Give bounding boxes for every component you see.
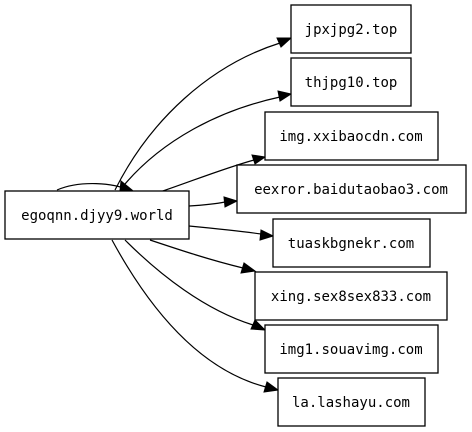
node-img1-souavimg-box [264,324,439,374]
node-tuaskbgnekr-label: tuaskbgnekr.com [288,236,414,252]
edge-to-img-xxibaocdn [159,159,255,193]
edge-arrow-img1-souavimg [250,319,267,331]
node-la-lashayu-label: la.lashayu.com [292,395,410,411]
node-tuaskbgnekr-box [272,218,431,268]
edge-to-img1-souavimg [124,239,254,326]
node-eexror[interactable]: eexror.baidutaobao3.com [236,164,467,214]
node-jpxjpg2[interactable]: jpxjpg2.top [290,4,412,54]
edge-to-thjpg10 [119,96,281,191]
node-eexror-label: eexror.baidutaobao3.com [254,182,448,198]
edge-arrow-img-xxibaocdn [251,154,267,165]
node-xing-sex8sex833-label: xing.sex8sex833.com [271,289,431,305]
node-img1-souavimg[interactable]: img1.souavimg.com [264,324,439,374]
node-thjpg10-box [290,57,412,107]
edge-to-la-lashayu [111,239,267,388]
node-source-box [4,190,190,240]
edge-to-jpxjpg2 [114,42,281,191]
edge-arrow-xing-sex8sex833 [240,262,257,274]
node-img1-souavimg-label: img1.souavimg.com [279,342,422,358]
node-la-lashayu-box [277,377,426,427]
node-xing-sex8sex833-box [254,271,448,321]
node-source[interactable]: egoqnn.djyy9.world [4,190,190,240]
node-tuaskbgnekr[interactable]: tuaskbgnekr.com [272,218,431,268]
node-img-xxibaocdn[interactable]: img.xxibaocdn.com [264,111,439,161]
edge-to-tuaskbgnekr [188,225,262,235]
node-xing-sex8sex833[interactable]: xing.sex8sex833.com [254,271,448,321]
edge-to-xing-sex8sex833 [149,239,244,269]
edge-to-eexror [188,201,226,207]
node-img-xxibaocdn-label: img.xxibaocdn.com [279,129,422,145]
node-thjpg10[interactable]: thjpg10.top [290,57,412,107]
edge-arrow-tuaskbgnekr [259,229,275,241]
node-eexror-box [236,164,467,214]
node-jpxjpg2-box [290,4,412,54]
edge-arrow-thjpg10 [277,90,293,102]
edge-arrow-la-lashayu [263,381,280,393]
node-jpxjpg2-label: jpxjpg2.top [305,22,398,38]
edges [56,37,293,393]
edge-arrow-jpxjpg2 [276,37,293,48]
node-la-lashayu[interactable]: la.lashayu.com [277,377,426,427]
edge-arrow-eexror [223,196,239,208]
node-source-label: egoqnn.djyy9.world [21,208,173,224]
node-thjpg10-label: thjpg10.top [305,75,398,91]
node-img-xxibaocdn-box [264,111,439,161]
